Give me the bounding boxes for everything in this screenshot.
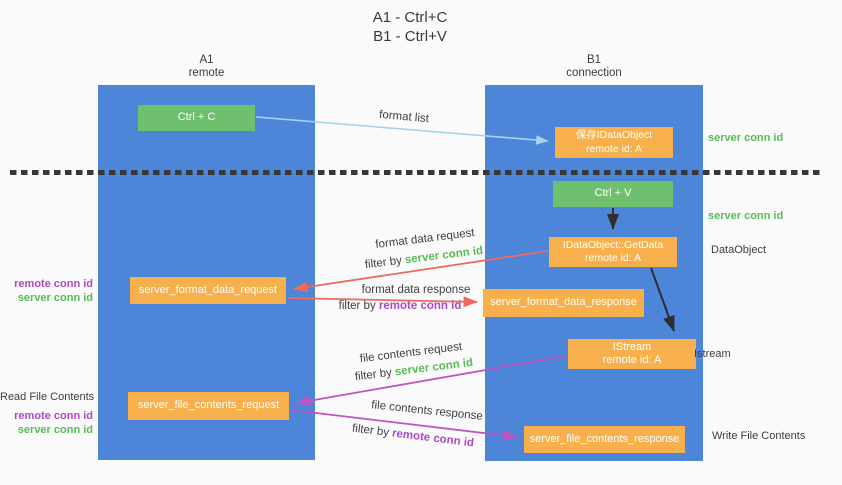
filter-by-remote-conn-id-label-1: filter by remote conn id xyxy=(339,300,462,312)
lane-b-subtitle: connection xyxy=(566,67,622,79)
diagram-title: A1 - Ctrl+C B1 - Ctrl+V xyxy=(300,8,520,46)
lane-a-name: A1 xyxy=(199,54,214,66)
getdata-line1: IDataObject::GetData xyxy=(562,238,664,251)
istream-line2: remote id: A xyxy=(602,354,662,366)
file-contents-response-label: file contents response xyxy=(370,399,484,423)
save-idataobject-line2: remote id: A xyxy=(585,142,643,155)
server-conn-id-label-top-right: server conn id xyxy=(708,132,784,144)
remote-conn-id-label-left-top: remote conn id xyxy=(14,278,93,290)
format-list-label: format list xyxy=(378,108,430,126)
filter-by-text: filter by xyxy=(354,366,393,384)
server-conn-id-text: server conn id xyxy=(404,244,484,267)
server-format-data-request-label: server_format_data_request xyxy=(138,283,278,296)
server-file-contents-response-box: server_file_contents_response xyxy=(524,426,685,453)
istream-box: IStream remote id: A xyxy=(568,339,696,369)
filter-by-remote-conn-id-label-2: filter by remote conn id xyxy=(351,423,474,450)
filter-by-text: filter by xyxy=(351,422,390,439)
server-format-data-response-label: server_format_data_response xyxy=(490,296,637,309)
server-format-data-response-box: server_format_data_response xyxy=(483,289,644,317)
server-file-contents-request-box: server_file_contents_request xyxy=(128,392,289,420)
save-idataobject-line1: 保存IDataObject xyxy=(575,129,653,141)
ctrl-v-label: Ctrl + V xyxy=(594,187,632,200)
istream-side-label: Istream xyxy=(694,348,731,360)
dataobject-label: DataObject xyxy=(711,244,767,256)
lane-a-subtitle: remote xyxy=(188,67,225,79)
getdata-line2: remote id: A xyxy=(584,252,642,264)
ctrl-c-label: Ctrl + C xyxy=(177,111,216,124)
ctrl-v-box: Ctrl + V xyxy=(553,181,673,207)
title-line-2: B1 - Ctrl+V xyxy=(373,28,447,45)
remote-conn-id-label-left-bottom: remote conn id xyxy=(14,410,93,422)
title-line-1: A1 - Ctrl+C xyxy=(372,9,448,26)
session-divider-dotted-line xyxy=(10,170,823,175)
write-file-contents-label: Write File Contents xyxy=(712,430,806,442)
read-file-contents-label: Read File Contents xyxy=(0,391,95,403)
server-conn-id-label-left-bottom: server conn id xyxy=(17,424,93,436)
server-conn-id-text: server conn id xyxy=(394,356,474,379)
server-conn-id-label-right: server conn id xyxy=(708,210,784,222)
server-file-contents-response-label: server_file_contents_response xyxy=(529,432,680,445)
remote-conn-id-text: remote conn id xyxy=(391,427,475,450)
format-data-response-label: format data response xyxy=(361,284,471,296)
filter-by-text: filter by xyxy=(338,300,376,312)
conn-id-labels-left-bottom: remote conn id server conn id xyxy=(0,409,93,437)
lane-a-header: A1 remote xyxy=(98,54,315,80)
server-format-data-request-box: server_format_data_request xyxy=(130,277,286,304)
ctrl-c-box: Ctrl + C xyxy=(138,105,255,131)
istream-line1: IStream xyxy=(612,340,652,353)
server-conn-id-label-left-top: server conn id xyxy=(17,292,93,304)
filter-by-text: filter by xyxy=(364,254,403,272)
server-file-contents-request-label: server_file_contents_request xyxy=(137,399,280,412)
conn-id-labels-left-top: remote conn id server conn id xyxy=(0,277,93,305)
lane-b-header: B1 connection xyxy=(485,54,703,80)
save-idataobject-box: 保存IDataObject remote id: A xyxy=(555,127,673,158)
lane-b-name: B1 xyxy=(586,54,602,66)
remote-conn-id-text: remote conn id xyxy=(378,300,462,312)
idataobject-getdata-box: IDataObject::GetData remote id: A xyxy=(549,237,677,267)
